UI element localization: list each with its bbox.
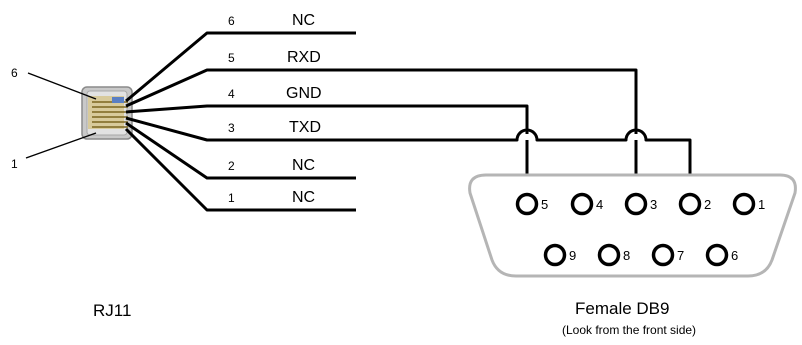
db9-pin-9	[543, 243, 567, 267]
wire-pin2	[125, 121, 356, 180]
db9-pin-2-label: 2	[704, 197, 711, 212]
wire-signal-4: GND	[286, 85, 322, 102]
rj11-connector	[81, 86, 133, 140]
wire-num-5: 5	[228, 51, 235, 65]
rj11-wires	[124, 31, 692, 212]
wire-signal-1: NC	[292, 189, 315, 206]
wire-num-1: 1	[228, 191, 235, 205]
db9-pin-5	[515, 192, 539, 216]
db9-pin-8	[597, 243, 621, 267]
db9-pin-6-label: 6	[731, 248, 738, 263]
wire-pin1	[124, 127, 356, 212]
wire-signal-6: NC	[292, 12, 315, 29]
rj11-pin6-marker: 6	[11, 66, 18, 80]
db9-pin-4-label: 4	[596, 197, 603, 212]
db9-pin-5-label: 5	[541, 197, 548, 212]
db9-pin-3	[624, 192, 648, 216]
wire-signal-5: RXD	[287, 49, 321, 66]
rj11-caption: RJ11	[93, 301, 131, 320]
db9-pin-2	[678, 192, 702, 216]
wire-pin3	[125, 116, 692, 190]
rj11-wire-labels: 6 NC 5 RXD 4 GND 3 TXD 2 NC 1 NC	[228, 12, 322, 206]
db9-pins: 5 4 3 2 1 9 8 7 6	[515, 192, 765, 267]
db9-pin-3-label: 3	[650, 197, 657, 212]
db9-pin-4	[570, 192, 594, 216]
db9-pin-8-label: 8	[623, 248, 630, 263]
db9-caption: Female DB9	[575, 299, 669, 318]
db9-subcaption: (Look from the front side)	[562, 323, 696, 337]
db9-pin-6	[705, 243, 729, 267]
wire-signal-3: TXD	[289, 119, 321, 136]
db9-pin-1-label: 1	[758, 197, 765, 212]
wire-pin6	[125, 31, 356, 103]
txd-jump-at-gnd	[507, 128, 690, 142]
db9-pin-7-label: 7	[677, 248, 684, 263]
db9-shell	[468, 173, 797, 278]
db9-pin-9-label: 9	[569, 248, 576, 263]
wire-num-2: 2	[228, 159, 235, 173]
wire-signal-2: NC	[292, 157, 315, 174]
wire-pin5	[125, 68, 638, 140]
wire-pin4	[125, 104, 529, 140]
pin6-leader-line	[27, 72, 97, 100]
wire-num-3: 3	[228, 121, 235, 135]
db9-pin-7	[651, 243, 675, 267]
rj11-pin1-marker: 1	[11, 157, 18, 171]
wire-num-4: 4	[228, 87, 235, 101]
db9-pin-1	[732, 192, 756, 216]
pin1-leader-line	[25, 132, 97, 159]
wire-num-6: 6	[228, 14, 235, 28]
